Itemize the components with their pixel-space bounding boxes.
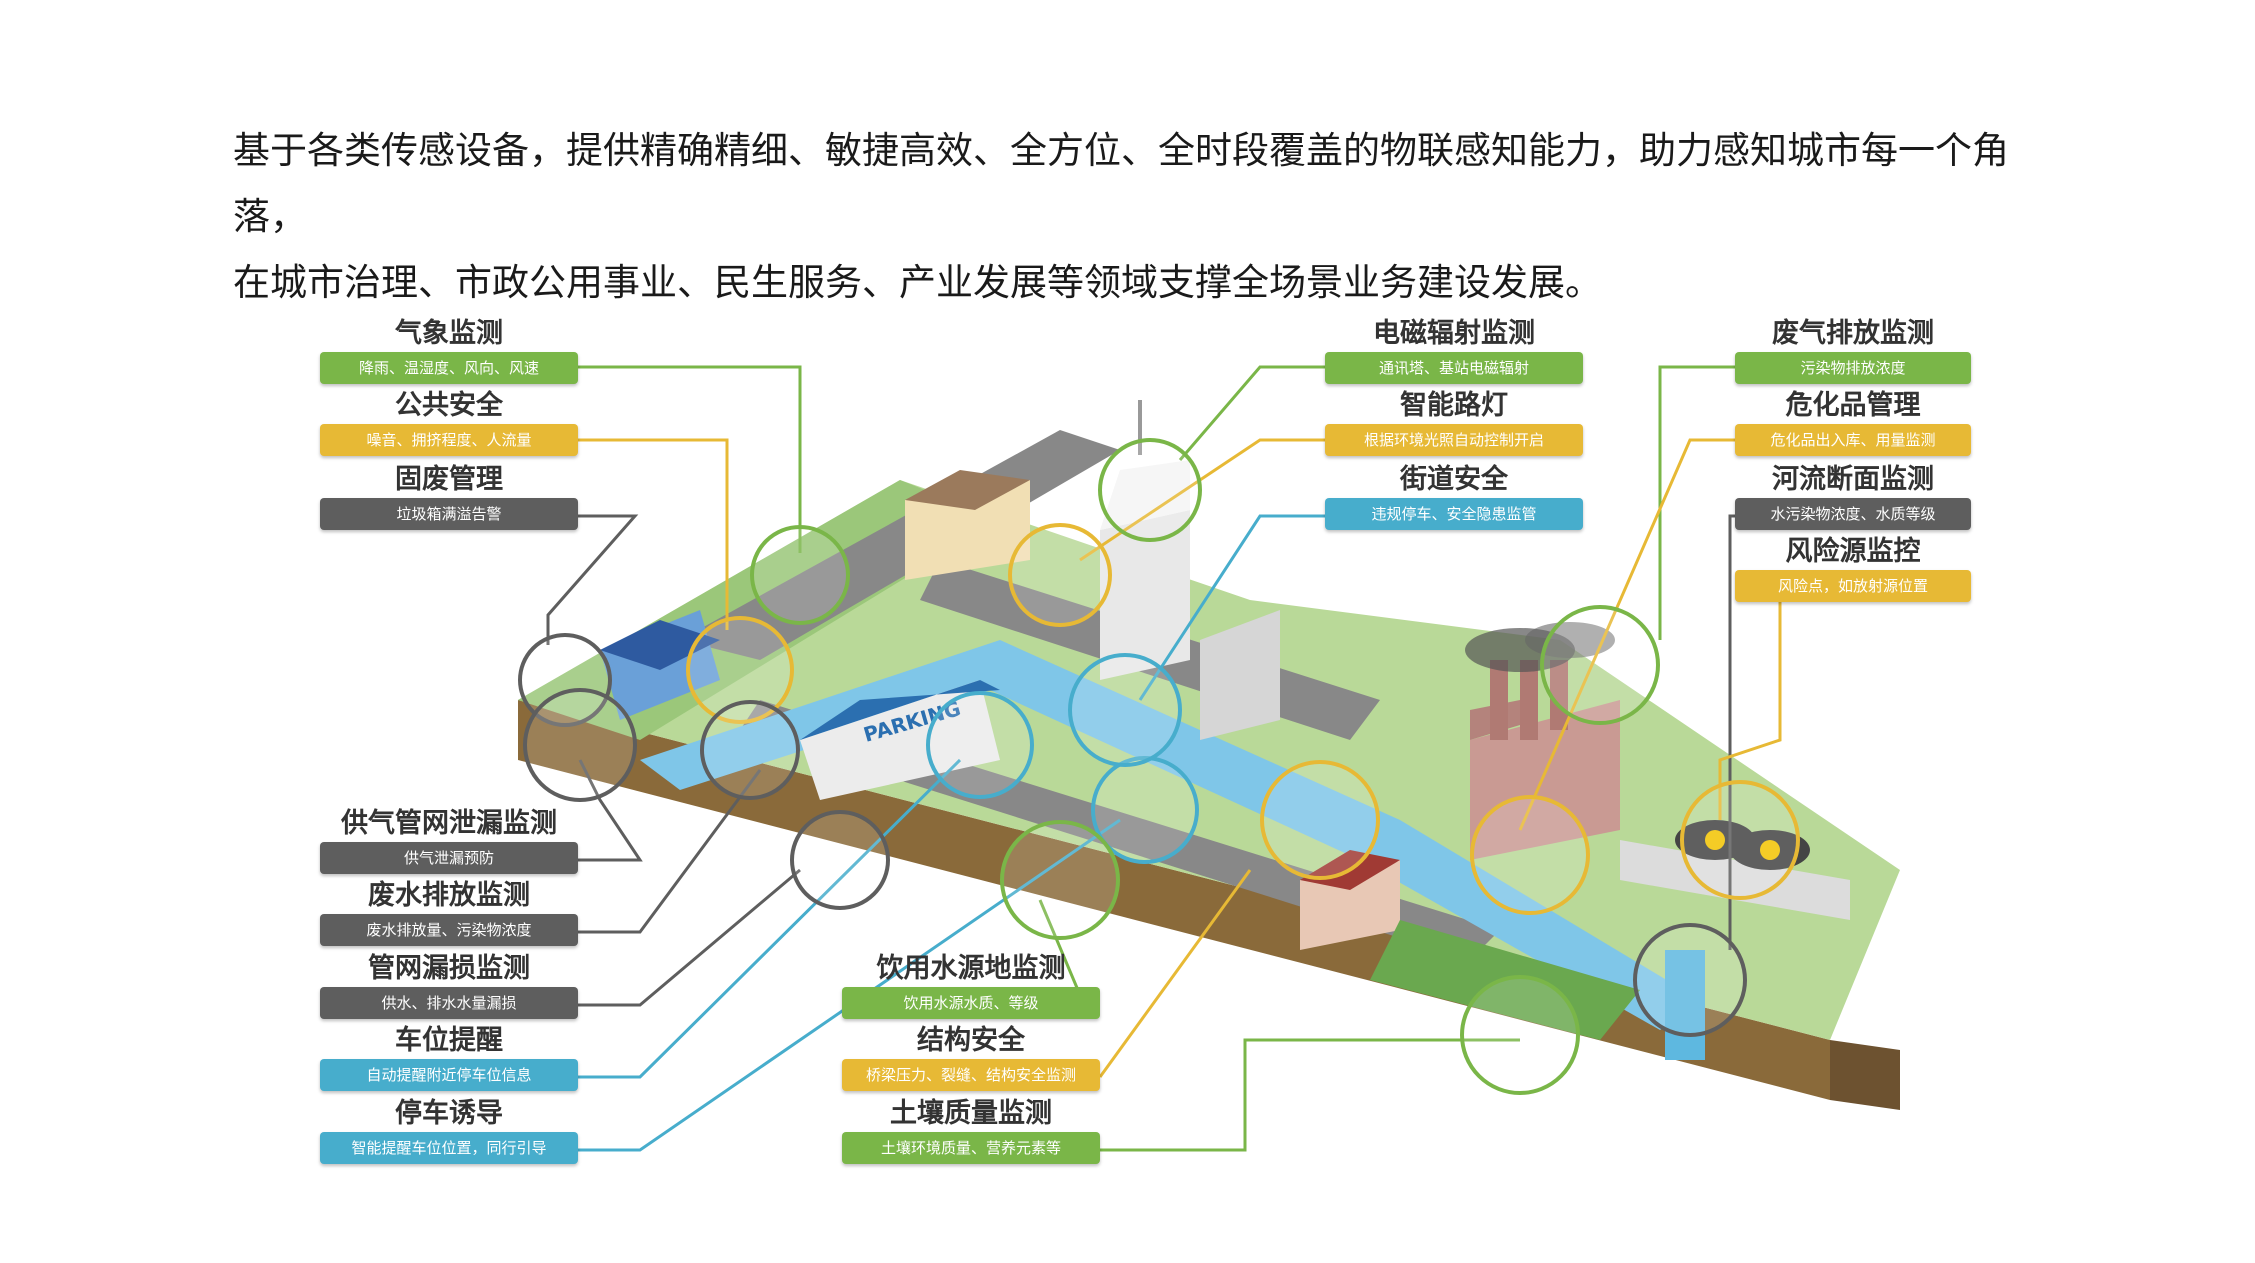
intro-line-1: 基于各类传感设备，提供精确精细、敏捷高效、全方位、全时段覆盖的物联感知能力，助力…: [233, 129, 2009, 238]
label-parking-remind: 车位提醒 自动提醒附近停车位信息: [320, 1023, 578, 1091]
label-solid-waste-title: 固废管理: [395, 464, 503, 495]
connector-street: [1138, 514, 1325, 701]
label-smart-light-title: 智能路灯: [1400, 390, 1508, 421]
callout-parking-guide: [1091, 756, 1199, 864]
callout-public-safety: [686, 616, 794, 724]
callout-street: [1068, 653, 1182, 767]
label-soil: 土壤质量监测 土壤环境质量、营养元素等: [842, 1096, 1100, 1164]
label-em-radiation-desc: 通讯塔、基站电磁辐射: [1325, 352, 1583, 384]
buildings: [600, 400, 1400, 950]
label-parking-remind-title: 车位提醒: [395, 1025, 503, 1056]
callout-wastewater: [700, 700, 800, 800]
label-public-safety-title: 公共安全: [395, 390, 503, 421]
label-parking-guide-title: 停车诱导: [395, 1098, 503, 1129]
connector-hazmat: [1518, 438, 1735, 831]
label-hazmat: 危化品管理 危化品出入库、用量监测: [1735, 388, 1971, 456]
callout-structure: [1260, 760, 1380, 880]
connector-parking-guide: [578, 818, 1121, 1152]
callout-pipe-leak: [790, 810, 890, 910]
connector-light: [1079, 438, 1325, 562]
label-drinking-water: 饮用水源地监测 饮用水源水质、等级: [842, 951, 1100, 1019]
label-parking-guide: 停车诱导 智能提醒车位位置，同行引导: [320, 1096, 578, 1164]
label-soil-desc: 土壤环境质量、营养元素等: [842, 1132, 1100, 1164]
label-risk-desc: 风险点，如放射源位置: [1735, 570, 1971, 602]
connector-public-safety: [578, 438, 729, 630]
connector-solid-waste: [546, 514, 639, 645]
label-weather: 气象监测 降雨、温湿度、风向、风速: [320, 316, 578, 384]
callout-parking-remind: [926, 691, 1034, 799]
callout-weather: [750, 525, 850, 625]
intro-line-2: 在城市治理、市政公用事业、民生服务、产业发展等领域支撑全场景业务建设发展。: [233, 261, 1602, 304]
label-structure-desc: 桥梁压力、裂缝、结构安全监测: [842, 1059, 1100, 1091]
connector-risk: [1718, 588, 1782, 820]
label-weather-desc: 降雨、温湿度、风向、风速: [320, 352, 578, 384]
callout-river: [1633, 923, 1747, 1037]
intro-text: 基于各类传感设备，提供精确精细、敏捷高效、全方位、全时段覆盖的物联感知能力，助力…: [233, 118, 2053, 316]
label-gas-leak: 供气管网泄漏监测 供气泄漏预防: [320, 806, 578, 874]
connector-river: [1728, 514, 1735, 950]
label-public-safety-desc: 噪音、拥挤程度、人流量: [320, 424, 578, 456]
label-wastewater-title: 废水排放监测: [368, 880, 530, 911]
label-exhaust-title: 废气排放监测: [1772, 318, 1934, 349]
callout-hazmat: [1470, 795, 1590, 915]
connector-em: [1178, 365, 1325, 461]
label-pipe-leak-desc: 供水、排水水量漏损: [320, 987, 578, 1019]
callout-soil: [1460, 975, 1580, 1095]
label-risk-title: 风险源监控: [1785, 536, 1921, 567]
connector-exhaust: [1658, 365, 1735, 640]
label-em-radiation: 电磁辐射监测 通讯塔、基站电磁辐射: [1325, 316, 1583, 384]
connector-weather: [578, 365, 802, 553]
label-river: 河流断面监测 水污染物浓度、水质等级: [1735, 462, 1971, 530]
label-gas-leak-desc: 供气泄漏预防: [320, 842, 578, 874]
callout-gas-leak: [523, 688, 637, 802]
label-soil-title: 土壤质量监测: [890, 1098, 1052, 1129]
label-wastewater: 废水排放监测 废水排放量、污染物浓度: [320, 878, 578, 946]
label-smart-light: 智能路灯 根据环境光照自动控制开启: [1325, 388, 1583, 456]
label-drinking-water-desc: 饮用水源水质、等级: [842, 987, 1100, 1019]
label-hazmat-desc: 危化品出入库、用量监测: [1735, 424, 1971, 456]
label-gas-leak-title: 供气管网泄漏监测: [341, 808, 557, 839]
label-exhaust-desc: 污染物排放浓度: [1735, 352, 1971, 384]
label-pipe-leak-title: 管网漏损监测: [368, 953, 530, 984]
factory-building: [1465, 622, 1620, 860]
label-drinking-water-title: 饮用水源地监测: [876, 953, 1066, 984]
label-exhaust: 废气排放监测 污染物排放浓度: [1735, 316, 1971, 384]
connector-lines: [546, 365, 1782, 1152]
connector-wastewater: [578, 769, 762, 934]
connector-pipe-leak: [578, 868, 801, 1007]
label-street-safety-desc: 违规停车、安全隐患监管: [1325, 498, 1583, 530]
label-structure: 结构安全 桥梁压力、裂缝、结构安全监测: [842, 1023, 1100, 1091]
callout-drinking: [1000, 820, 1120, 940]
connector-parking-remind: [578, 758, 962, 1079]
label-hazmat-title: 危化品管理: [1785, 390, 1921, 421]
label-parking-remind-desc: 自动提醒附近停车位信息: [320, 1059, 578, 1091]
callout-em: [1098, 438, 1202, 542]
label-em-radiation-title: 电磁辐射监测: [1373, 318, 1535, 349]
connector-soil: [1100, 1038, 1520, 1152]
label-solid-waste-desc: 垃圾箱满溢告警: [320, 498, 578, 530]
label-structure-title: 结构安全: [917, 1025, 1025, 1056]
label-street-safety: 街道安全 违规停车、安全隐患监管: [1325, 462, 1583, 530]
label-pipe-leak: 管网漏损监测 供水、排水水量漏损: [320, 951, 578, 1019]
label-river-desc: 水污染物浓度、水质等级: [1735, 498, 1971, 530]
connector-gas-leak: [578, 759, 643, 862]
sensor-callouts: [518, 438, 1800, 1095]
label-street-safety-title: 街道安全: [1400, 464, 1508, 495]
label-smart-light-desc: 根据环境光照自动控制开启: [1325, 424, 1583, 456]
label-weather-title: 气象监测: [395, 318, 503, 349]
connector-structure: [1098, 869, 1252, 1078]
label-wastewater-desc: 废水排放量、污染物浓度: [320, 914, 578, 946]
label-parking-guide-desc: 智能提醒车位位置，同行引导: [320, 1132, 578, 1164]
callout-risk: [1680, 780, 1800, 900]
callout-exhaust: [1540, 605, 1660, 725]
label-risk: 风险源监控 风险点，如放射源位置: [1735, 534, 1971, 602]
label-river-title: 河流断面监测: [1772, 464, 1934, 495]
callout-light: [1008, 523, 1112, 627]
label-public-safety: 公共安全 噪音、拥挤程度、人流量: [320, 388, 578, 456]
hazard-tanks: [1620, 820, 1850, 920]
label-solid-waste: 固废管理 垃圾箱满溢告警: [320, 462, 578, 530]
